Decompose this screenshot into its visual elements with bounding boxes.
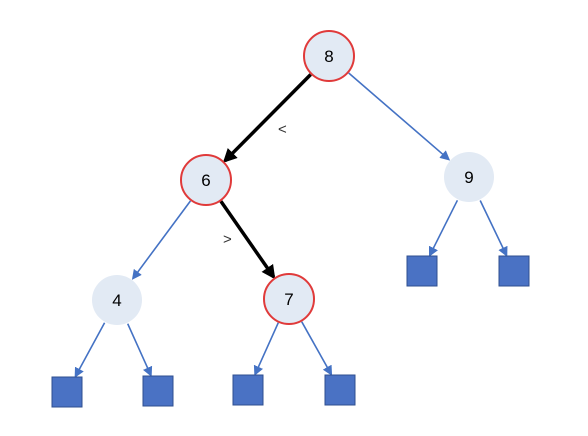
tree-node-7: 7 (263, 273, 315, 325)
tree-node-8: 8 (303, 30, 355, 82)
edges-layer (74, 72, 508, 378)
node-circle-7 (263, 273, 315, 325)
node-label-6: 6 (201, 171, 210, 190)
node-label-8: 8 (324, 47, 333, 66)
edge-n6-n7 (219, 200, 276, 280)
node-label-9: 9 (464, 168, 473, 187)
edge-n6-n4 (131, 200, 192, 280)
edge-n4-l4b (126, 323, 153, 377)
leaves-layer (51, 255, 530, 408)
edge-n4-l4a (74, 322, 106, 378)
edge-label-less-than: < (278, 121, 287, 138)
nodes-layer: 8 6 9 4 7 (92, 30, 494, 325)
leaf-node-l7a (232, 374, 264, 406)
edge-n8-n6 (222, 73, 312, 163)
node-label-4: 4 (112, 291, 121, 310)
edge-n9-l9b (479, 200, 508, 257)
node-circle-4 (92, 275, 142, 325)
tree-node-4: 4 (92, 275, 142, 325)
edge-n9-l9a (429, 199, 459, 257)
node-circle-6 (180, 154, 232, 206)
node-label-7: 7 (284, 290, 293, 309)
edge-n7-l7b (301, 321, 333, 376)
leaf-node-l4b (142, 375, 174, 407)
node-circle-9 (444, 152, 494, 202)
edge-label-greater-than: > (223, 231, 232, 248)
edge-n8-n9 (348, 72, 451, 161)
leaf-node-l4a (51, 376, 83, 408)
leaf-node-l9b (498, 255, 530, 287)
edge-n7-l7a (253, 322, 280, 376)
tree-node-6: 6 (180, 154, 232, 206)
node-circle-8 (303, 30, 355, 82)
tree-node-9: 9 (444, 152, 494, 202)
leaf-node-l7b (324, 374, 356, 406)
leaf-node-l9a (406, 255, 438, 287)
